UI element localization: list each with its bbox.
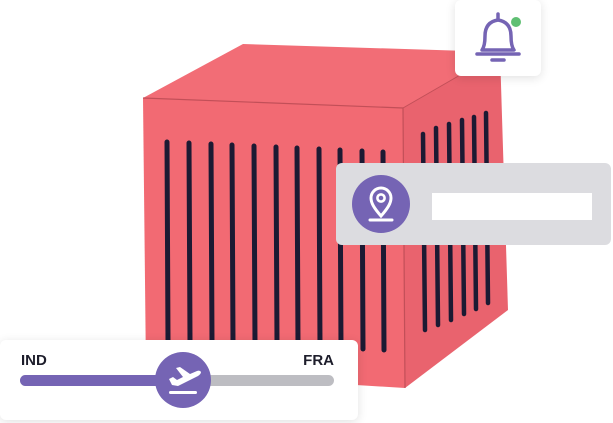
container-front-slots [164, 139, 387, 353]
notification-badge [511, 17, 521, 27]
notification-card[interactable] [455, 0, 541, 76]
route-destination: FRA [303, 352, 334, 369]
airplane-departure-icon [169, 367, 201, 394]
route-origin: IND [21, 352, 47, 369]
container-top [143, 44, 500, 108]
route-progress-fill [20, 375, 183, 386]
map-pin-icon [368, 186, 394, 222]
location-card [336, 163, 611, 245]
route-progress-handle[interactable] [155, 352, 211, 408]
location-button[interactable] [352, 175, 410, 233]
bell-icon [475, 12, 521, 62]
route-card: IND FRA [0, 340, 358, 420]
location-input[interactable] [432, 193, 592, 220]
